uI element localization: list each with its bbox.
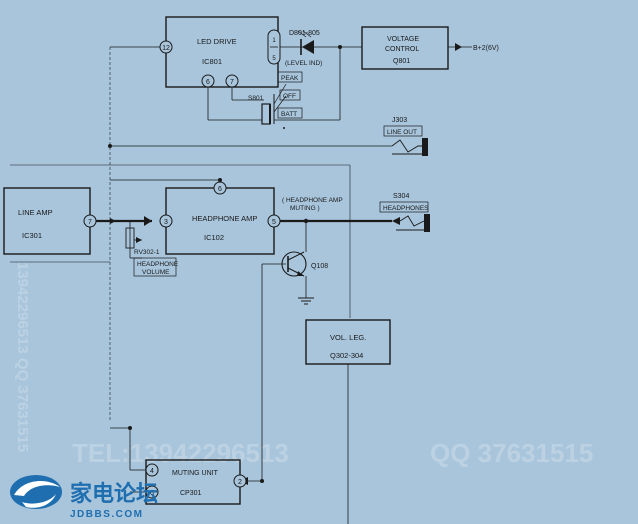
- hp-volume-label-2: VOLUME: [142, 269, 170, 276]
- line-amp-ref: IC301: [22, 231, 42, 240]
- q108-label: Q108: [311, 263, 328, 270]
- pin-line-amp-7: 7: [88, 219, 92, 226]
- voltage-control-ref: Q801: [393, 58, 410, 65]
- off-label: OFF: [283, 93, 296, 100]
- level-ind-label: (LEVEL IND): [285, 60, 322, 67]
- pin-hp-amp-5: 5: [272, 219, 276, 226]
- s801-label: S801: [248, 95, 264, 102]
- line-amp-block: [3, 187, 91, 255]
- pin-hp-amp-6: 6: [218, 186, 222, 193]
- headphone-amp-title: HEADPHONE AMP: [192, 214, 257, 223]
- logo-sub-text: JDBBS.COM: [70, 509, 144, 520]
- muting-unit-ref: CP301: [180, 490, 202, 497]
- logo-main-text: 家电论坛: [70, 481, 158, 507]
- s801-switch-icon: [261, 83, 300, 129]
- pin-muting-2: 2: [238, 479, 242, 486]
- supply-label: B+2(6V): [473, 45, 499, 52]
- voltage-control-title-2: CONTROL: [385, 46, 419, 53]
- pin-led-7: 7: [230, 79, 234, 86]
- pin-numbers: 12 6 7 7 3 6 5 4 6 2: [88, 45, 276, 497]
- hp-volume-label-1: HEADPHONE: [137, 261, 179, 268]
- led-side-5: 5: [272, 56, 276, 62]
- q108-transistor-icon: [281, 251, 314, 305]
- led-drive-ref: IC801: [202, 57, 222, 66]
- headphone-amp-ref: IC102: [204, 233, 224, 242]
- volume-pot-icon: [125, 227, 142, 249]
- pin-led-6: 6: [206, 79, 210, 86]
- rv302-label: RV302-1: [134, 249, 160, 256]
- voltage-control-title: VOLTAGE: [387, 36, 419, 43]
- watermark-phone: TEL:13942296513: [72, 438, 289, 468]
- batt-label: BATT: [281, 111, 297, 118]
- watermark-vertical: 13942296513 QQ 37631515: [14, 262, 31, 452]
- led-drive-block: [165, 16, 279, 88]
- vol-leg-block: [305, 319, 391, 365]
- j303-label: J303: [392, 117, 407, 124]
- line-out-box: [383, 125, 423, 137]
- jdbbs-swirl-icon: [10, 475, 62, 509]
- led-drive-title: LED DRIVE: [197, 37, 237, 46]
- hp-muting-label-2: MUTING ): [290, 205, 320, 212]
- headphones-box: [379, 201, 429, 213]
- muting-unit-title: MUTING UNIT: [172, 470, 219, 477]
- peak-label: PEAK: [281, 75, 299, 82]
- pin-led-12: 12: [162, 45, 170, 52]
- led-diode-icon: [296, 30, 318, 55]
- pin-hp-amp-3: 3: [164, 219, 168, 226]
- off-box: [279, 89, 301, 101]
- s304-label: S304: [393, 193, 409, 200]
- hp-volume-box: [133, 257, 177, 277]
- headphones-label: HEADPHONES: [383, 205, 429, 212]
- pin-circles: [83, 40, 281, 499]
- hp-muting-label-1: ( HEADPHONE AMP: [282, 197, 343, 204]
- line-amp-title: LINE AMP: [18, 208, 53, 217]
- watermark-qq: QQ 37631515: [430, 438, 593, 468]
- d801-label: D801-805: [289, 30, 320, 37]
- pin-muting-6: 6: [150, 490, 154, 497]
- line-out-label: LINE OUT: [387, 129, 417, 136]
- batt-box: [277, 107, 303, 119]
- led-side-1: 1: [272, 38, 276, 44]
- jdbbs-logo: 家电论坛 JDBBS.COM: [10, 475, 158, 520]
- voltage-control-block: [361, 26, 449, 70]
- line-out-jack-icon: [391, 138, 428, 156]
- junction-dots: [108, 45, 342, 483]
- headphones-jack-icon: [392, 214, 430, 232]
- peak-box: [277, 71, 303, 83]
- vol-leg-ref: Q302-304: [330, 351, 363, 360]
- pin-muting-4: 4: [150, 468, 154, 475]
- vol-leg-title: VOL. LEG.: [330, 333, 366, 342]
